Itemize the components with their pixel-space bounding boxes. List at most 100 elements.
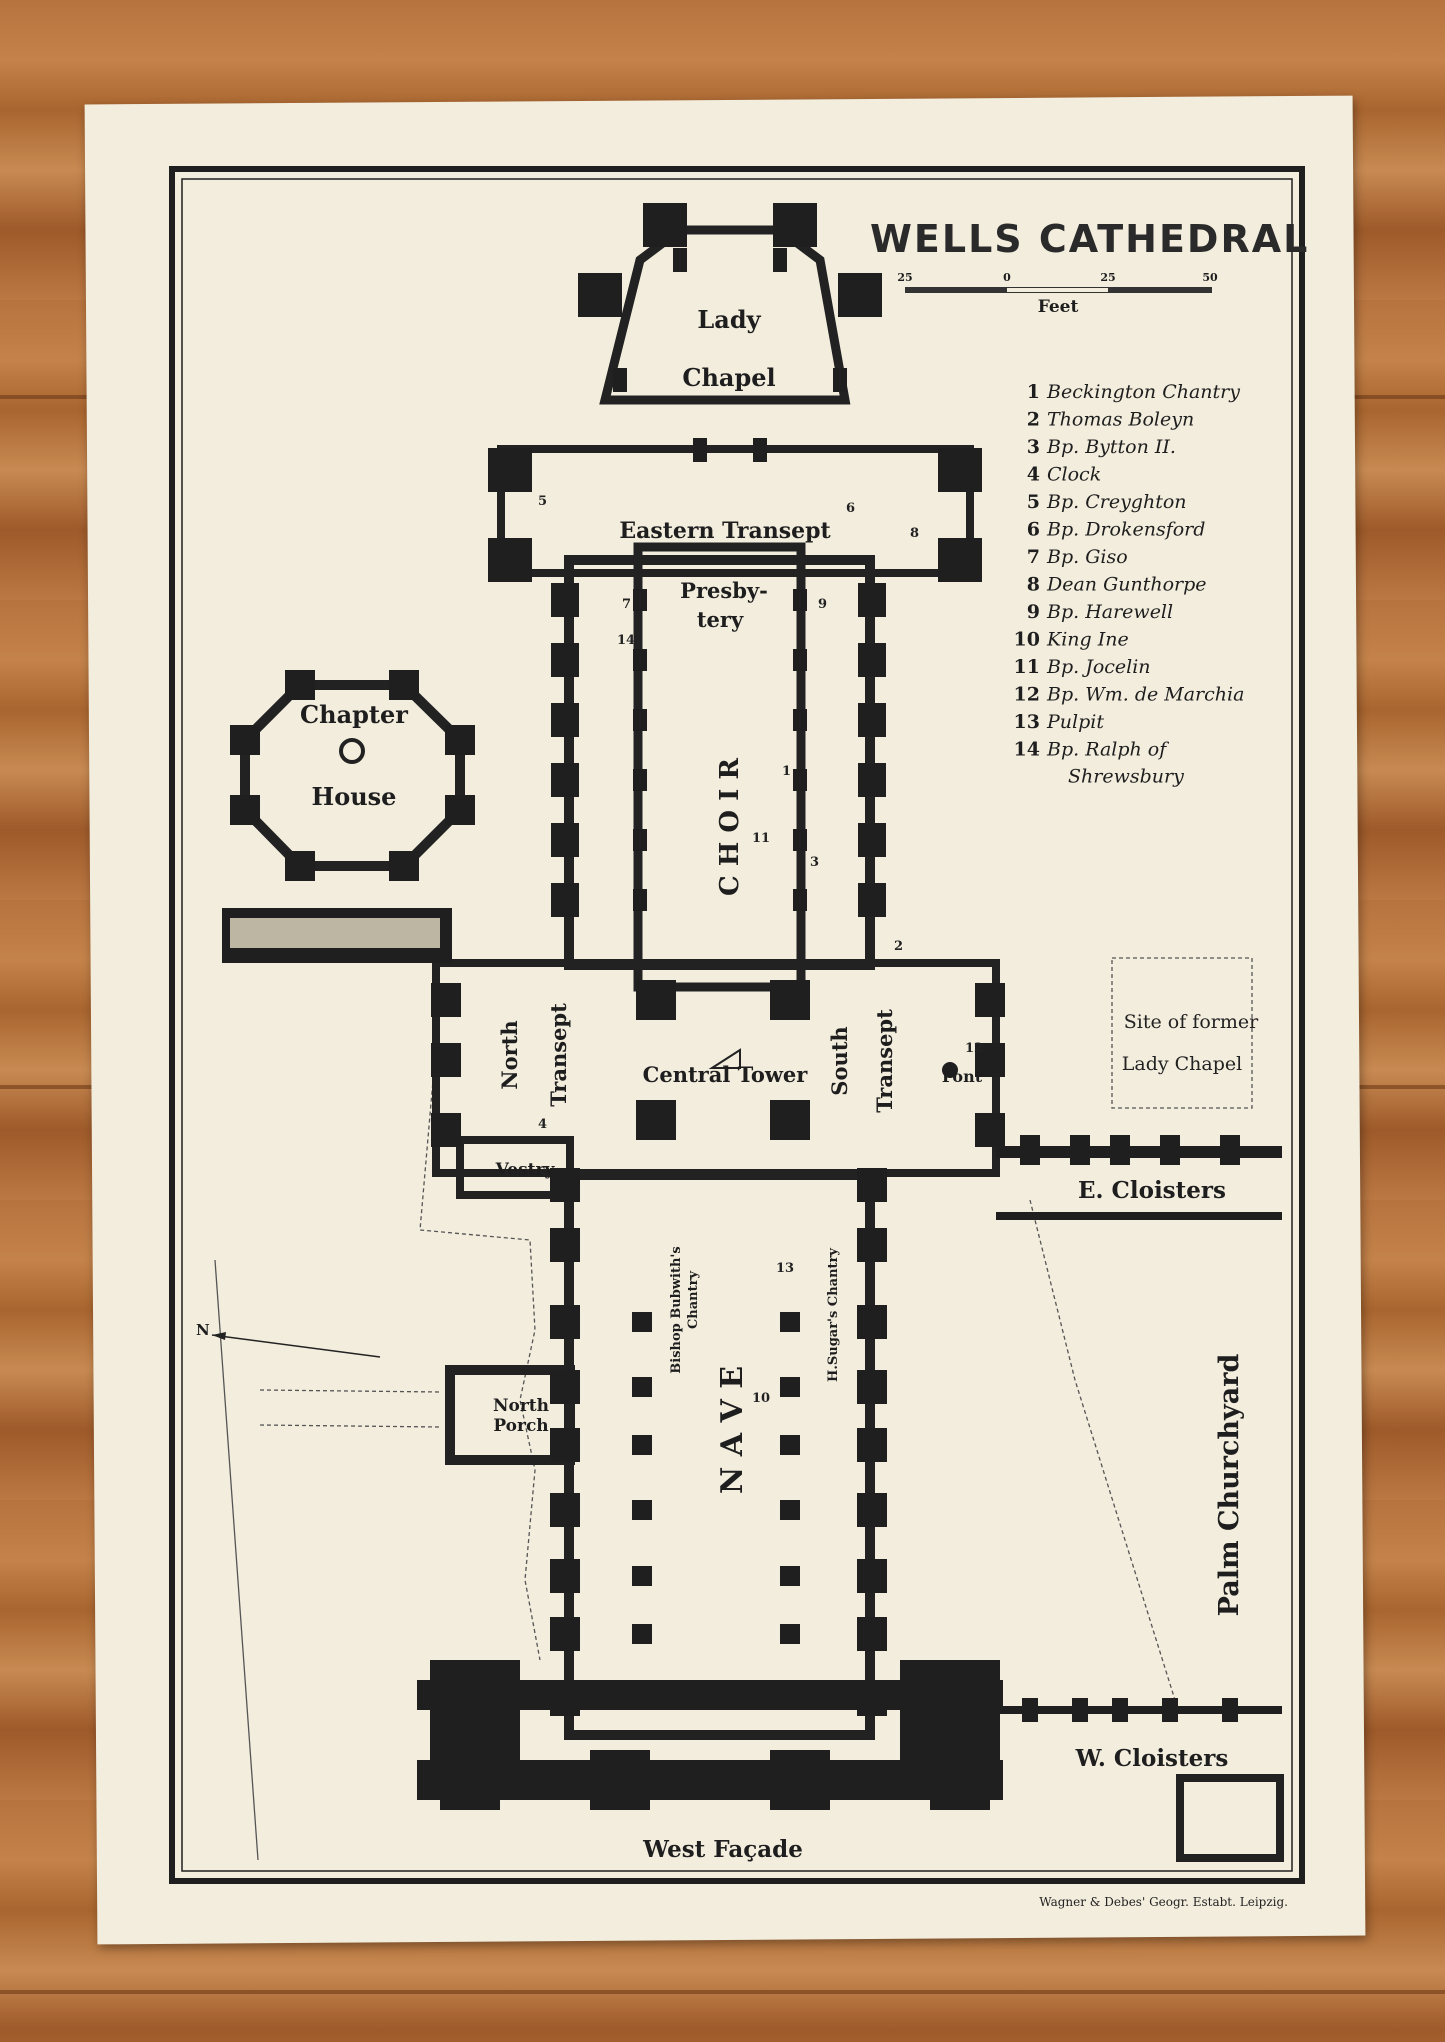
choir-aisle-buttress — [551, 583, 579, 617]
cathedral-building — [222, 203, 1284, 1862]
west-facade-label: West Façade — [642, 1836, 803, 1863]
south-aisle-buttress — [857, 1559, 887, 1593]
south-aisle-buttress — [857, 1228, 887, 1262]
lady-chapel-pier — [693, 438, 707, 462]
north-porch-label: North — [493, 1396, 549, 1416]
east-cloister-buttress — [1070, 1135, 1090, 1165]
legend-number: 10 — [1014, 629, 1040, 651]
legend-entry: Dean Gunthorpe — [1046, 574, 1207, 596]
choir-aisle-buttress — [858, 823, 886, 857]
choir-aisle-buttress — [551, 703, 579, 737]
legend-entry: Bp. Giso — [1046, 546, 1128, 568]
nave-pier — [780, 1566, 800, 1586]
nave-pier — [632, 1312, 652, 1332]
plan-labels: Lady Chapel Eastern Transept Presby- ter… — [300, 305, 1259, 1863]
choir-pier — [633, 769, 647, 791]
choir-aisle-buttress — [551, 643, 579, 677]
north-aisle-buttress — [550, 1305, 580, 1339]
vestry-label: Vestry — [495, 1160, 556, 1180]
marker-11: 11 — [752, 831, 770, 846]
lady-chapel-pier — [753, 438, 767, 462]
nave-pier — [632, 1435, 652, 1455]
choir-pier — [633, 649, 647, 671]
west-cloister-buttress — [1112, 1698, 1128, 1722]
central-tower-label: Central Tower — [643, 1062, 809, 1087]
stair-steps — [230, 918, 440, 948]
north-aisle-buttress — [550, 1493, 580, 1527]
lady-chapel-pier — [833, 368, 847, 392]
printer-credit: Wagner & Debes' Geogr. Estabt. Leipzig. — [1039, 1895, 1288, 1909]
south-aisle-buttress — [857, 1168, 887, 1202]
legend-number: 9 — [1027, 601, 1040, 623]
east-cloisters-label: E. Cloisters — [1078, 1177, 1226, 1204]
legend-number: 11 — [1014, 656, 1040, 678]
choir-aisle-buttress — [858, 883, 886, 917]
north-aisle-buttress — [550, 1682, 580, 1716]
scale-tick: 25 — [897, 271, 912, 284]
bubwith-chantry-label: Bishop Bubwith's — [669, 1246, 684, 1373]
lady-chapel-label: Chapel — [682, 363, 775, 392]
marker-4: 4 — [538, 1117, 547, 1132]
west-cloisters-label: W. Cloisters — [1075, 1745, 1229, 1772]
north-arrow: N — [196, 1321, 381, 1358]
north-aisle-buttress — [550, 1228, 580, 1262]
north-aisle-buttress — [550, 1617, 580, 1651]
west-cloister-buttress — [1222, 1698, 1238, 1722]
former-lady-chapel-label: Lady Chapel — [1122, 1053, 1242, 1075]
east-buttress — [578, 273, 622, 317]
choir-aisle-buttress — [858, 583, 886, 617]
nave-pier — [632, 1689, 652, 1709]
west-cloister-arcade — [1000, 1706, 1282, 1714]
marker-1: 1 — [782, 764, 791, 779]
floor-plank-seam — [0, 1990, 1445, 1994]
south-transept-label: South — [827, 1026, 852, 1095]
choir-pier — [793, 829, 807, 851]
choir-label: C H O I R — [715, 758, 745, 896]
nave-pier — [632, 1566, 652, 1586]
chapter-house-buttress — [389, 851, 419, 881]
former-lady-chapel-label: Site of former — [1124, 1011, 1259, 1033]
nave-label: N A V E — [715, 1366, 750, 1494]
east-cloister-arcade — [996, 1212, 1282, 1220]
west-cloister-buttress — [1022, 1698, 1038, 1722]
east-buttress — [838, 273, 882, 317]
north-transept-label: Transept — [546, 1003, 571, 1107]
presbytery-label: tery — [697, 607, 744, 632]
choir-pier — [793, 889, 807, 911]
choir-pier — [793, 589, 807, 611]
east-cloister-buttress — [1020, 1135, 1040, 1165]
south-aisle-buttress — [857, 1305, 887, 1339]
scale-unit: Feet — [1038, 297, 1079, 317]
legend-entry: Beckington Chantry — [1046, 381, 1240, 403]
west-cloister-buttress — [1162, 1698, 1178, 1722]
legend-entry: Bp. Ralph of — [1046, 739, 1169, 761]
choir-walls — [633, 542, 806, 992]
eastern-transept-label: Eastern Transept — [619, 518, 831, 544]
vestry-walls — [456, 1136, 574, 1199]
north-aisle-buttress — [550, 1559, 580, 1593]
east-cloister-buttress — [1110, 1135, 1130, 1165]
nave-pier — [780, 1312, 800, 1332]
east-buttress — [643, 203, 687, 247]
nave-pier — [780, 1435, 800, 1455]
marker-10: 10 — [752, 1391, 770, 1406]
legend-number: 1 — [1027, 381, 1040, 403]
transept-buttress — [431, 1113, 461, 1147]
marker-8: 8 — [910, 526, 919, 541]
east-cloister-buttress — [1220, 1135, 1240, 1165]
legend-number: 2 — [1027, 409, 1040, 431]
west-front-buttress — [930, 1750, 990, 1810]
palm-churchyard-label: Palm Churchyard — [1214, 1354, 1245, 1617]
legend-entry: Bp. Drokensford — [1046, 519, 1205, 541]
chapter-house-buttress — [389, 670, 419, 700]
nave-pier — [780, 1689, 800, 1709]
nave-pier — [780, 1624, 800, 1644]
chapter-house-buttress — [230, 725, 260, 755]
outer-frame — [169, 166, 1305, 1884]
scale-tick: 50 — [1202, 271, 1218, 284]
legend-entry: Pulpit — [1046, 711, 1104, 733]
south-aisle-buttress — [857, 1493, 887, 1527]
choir-pier — [633, 889, 647, 911]
east-buttress — [938, 538, 982, 582]
inner-frame — [181, 178, 1293, 1872]
